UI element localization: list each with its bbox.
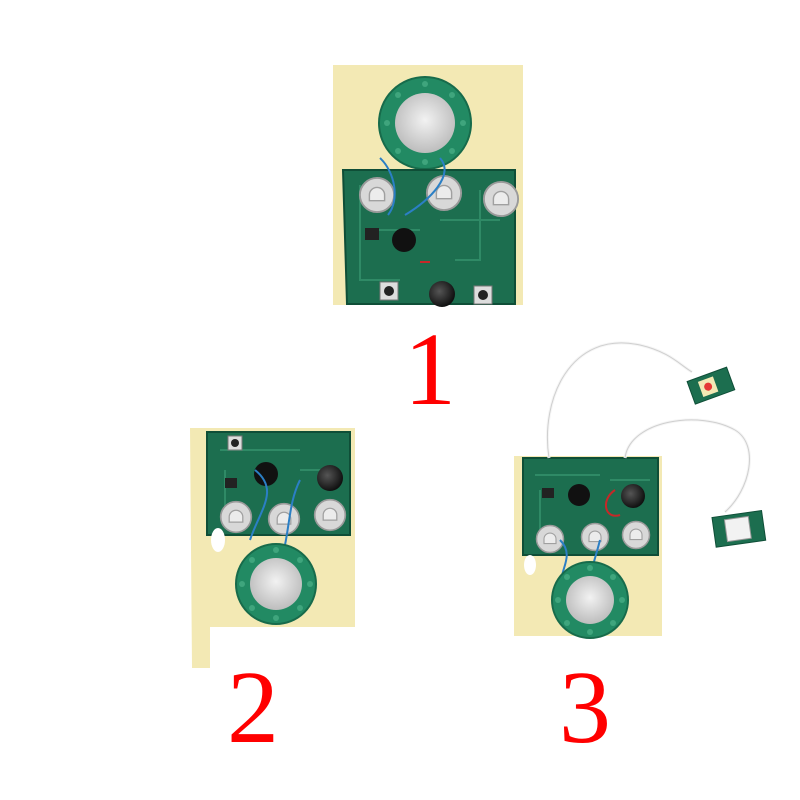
microphone: [621, 484, 645, 508]
speaker: [378, 76, 472, 170]
label-one: 1: [404, 312, 456, 427]
coin-battery: [621, 520, 651, 550]
coin-battery: [535, 524, 565, 554]
push-button: [384, 286, 394, 296]
coin-battery: [219, 500, 253, 534]
capacitor: [392, 228, 416, 252]
label-two: 2: [227, 650, 279, 765]
coin-battery: [482, 180, 520, 218]
wire: [545, 341, 693, 459]
led-sensor-board: [686, 366, 736, 405]
chip: [542, 488, 554, 498]
push-button: [231, 439, 239, 447]
microphone: [317, 465, 343, 491]
capacitor: [568, 484, 590, 506]
speaker: [551, 561, 629, 639]
coin-battery: [313, 498, 347, 532]
coin-battery: [358, 176, 396, 214]
chip: [365, 228, 379, 240]
led-sensor-board: [711, 509, 767, 548]
push-button: [478, 290, 488, 300]
module-1: [333, 65, 523, 307]
microphone: [429, 281, 455, 307]
coin-battery: [580, 522, 610, 552]
capacitor: [254, 462, 278, 486]
module-3: [514, 341, 767, 639]
coin-battery: [267, 502, 301, 536]
chip: [225, 478, 237, 488]
module-2: [190, 428, 355, 668]
label-three: 3: [559, 650, 611, 765]
speaker: [235, 543, 317, 625]
